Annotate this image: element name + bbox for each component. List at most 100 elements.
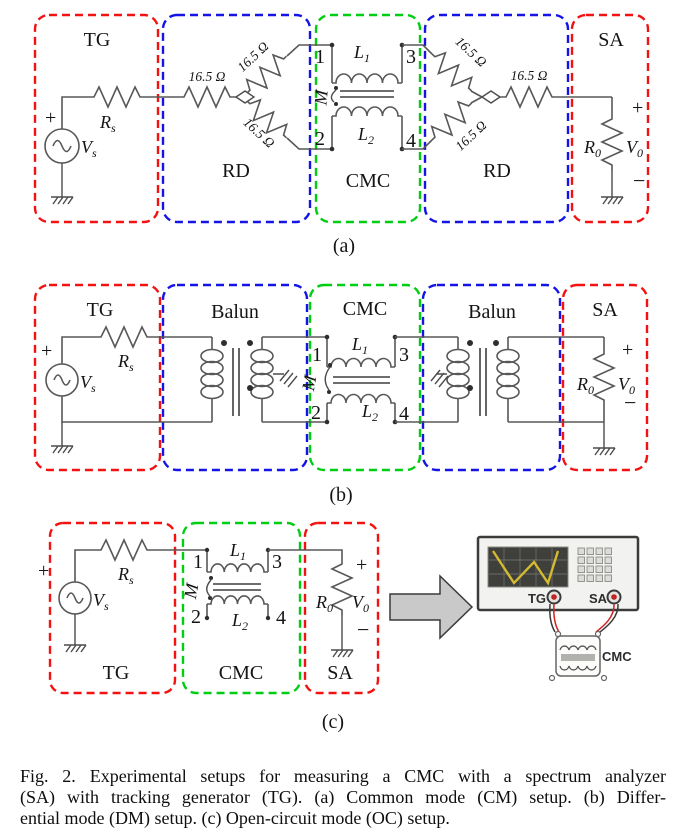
rs-label: Rs <box>99 112 116 135</box>
resistor-r0 <box>592 348 616 406</box>
junction-diamond-right <box>480 90 502 104</box>
tg-port-label: TG <box>528 591 546 606</box>
ground-icon <box>331 616 354 658</box>
panel-tag-b: (b) <box>329 484 352 506</box>
vs-label: Vs <box>93 590 109 613</box>
wire <box>61 396 212 423</box>
wire <box>268 549 343 558</box>
terminal-2-label: 2 <box>315 128 325 150</box>
wire <box>402 139 433 150</box>
cmc-choke <box>204 547 271 621</box>
minus-sign-output: − <box>624 390 636 415</box>
resistor-value-label: 16.5 Ω <box>241 115 278 151</box>
resistor-rd-upper-right <box>431 51 473 92</box>
terminal-2-label: 2 <box>191 606 201 628</box>
balun-left-transformer <box>200 337 298 422</box>
ac-source <box>45 363 79 397</box>
cmc-device-illustration <box>548 630 608 682</box>
terminal-4-label: 4 <box>399 403 409 425</box>
l2-label: L2 <box>361 401 378 424</box>
resistor-rs <box>95 325 153 349</box>
caption-line: ential mode (DM) setup. (c) Open-circuit… <box>20 808 450 828</box>
terminal-3-label: 3 <box>406 46 416 68</box>
l1-label: L1 <box>351 334 368 357</box>
figure-caption: Fig. 2.Experimental setups for measuring… <box>0 760 682 829</box>
cmc-box-c <box>181 521 302 695</box>
block-label-tg: TG <box>87 299 114 321</box>
r0-label: R0 <box>315 592 333 615</box>
panel-c: TG CMC SA + Vs Rs M 1 2 3 4 L1 <box>38 521 640 733</box>
panel-a: TG RD CMC RD SA + Vs Rs 16.5 Ω 16.5 Ω 16… <box>33 13 650 257</box>
plus-sign-output: + <box>622 339 633 361</box>
terminal-1-label: 1 <box>193 551 203 573</box>
resistor-rd-upper-left <box>245 53 288 94</box>
panel-tag-c: (c) <box>322 711 344 733</box>
resistor-rd-lower-left <box>246 98 288 139</box>
test-cables <box>549 603 619 633</box>
ac-source <box>44 128 80 164</box>
rs-label: Rs <box>117 351 134 374</box>
block-label-tg: TG <box>103 662 130 684</box>
sa-box-b <box>561 283 649 472</box>
plus-sign-source: + <box>45 107 56 129</box>
ground-icon <box>601 171 624 205</box>
block-label-rd-left: RD <box>222 160 250 182</box>
cmc-choke <box>324 334 398 425</box>
sa-box-c <box>303 521 380 695</box>
block-label-sa: SA <box>598 29 624 51</box>
block-label-cmc: CMC <box>219 662 263 684</box>
rd-left-box-a <box>161 13 312 224</box>
inductor-l2 <box>327 393 395 404</box>
tap-ground-icon <box>273 369 298 388</box>
wire <box>286 44 332 57</box>
block-label-sa: SA <box>327 662 353 684</box>
resistor-rd-lower-right <box>430 100 473 141</box>
figure-canvas: TG RD CMC RD SA + Vs Rs 16.5 Ω 16.5 Ω 16… <box>33 13 650 733</box>
keypad <box>577 547 612 582</box>
v0-label: V0 <box>618 374 635 397</box>
rd-right-box-a <box>423 13 570 224</box>
terminal-2-label: 2 <box>311 402 321 424</box>
block-label-balun-right: Balun <box>468 301 516 323</box>
wire <box>262 336 327 423</box>
terminal-4-label: 4 <box>406 130 416 152</box>
resistor-rd-series-left <box>178 85 236 109</box>
wire <box>508 336 604 423</box>
block-label-cmc: CMC <box>343 298 387 320</box>
sa-port-center <box>611 594 617 600</box>
mutual-coupling-arc <box>206 579 212 597</box>
sa-port-label: SA <box>589 591 608 606</box>
panel-b: TG Balun CMC Balun SA + Vs Rs <box>33 283 649 506</box>
tg-box-a <box>33 13 160 224</box>
terminal-1-label: 1 <box>315 46 325 68</box>
l2-label: L2 <box>357 124 374 147</box>
resistor-value-label: 16.5 Ω <box>189 69 226 84</box>
wire <box>402 44 433 55</box>
caption-text: Experimental setups for measuring a CMC … <box>89 766 667 786</box>
resistor-r0 <box>600 113 624 171</box>
balun-right-transformer <box>430 337 520 422</box>
ground-icon <box>51 422 74 454</box>
plus-sign-output: + <box>632 97 643 119</box>
m-label: M <box>310 88 331 107</box>
inductor-l1 <box>207 563 268 573</box>
inductor-l2 <box>207 595 268 605</box>
caption-line: (SA) with tracking generator (TG). (a) C… <box>20 787 666 807</box>
resistor-r0 <box>330 558 354 616</box>
ground-icon <box>51 163 74 205</box>
m-label: M <box>180 581 203 601</box>
plus-sign-source: + <box>38 560 49 582</box>
tg-box-b <box>33 283 162 472</box>
trace-waveform <box>491 550 560 586</box>
v0-label: V0 <box>626 137 643 160</box>
core-lines <box>340 90 394 98</box>
inductor-l2 <box>332 106 402 117</box>
l1-label: L1 <box>229 540 246 563</box>
terminal-3-label: 3 <box>399 344 409 366</box>
block-label-cmc: CMC <box>346 170 390 192</box>
resistor-rs <box>88 85 146 109</box>
terminal-3-label: 3 <box>272 551 282 573</box>
caption-line: Fig. 2.Experimental setups for measuring… <box>20 766 666 787</box>
balun-left-box <box>161 283 309 472</box>
core-lines <box>213 583 261 591</box>
